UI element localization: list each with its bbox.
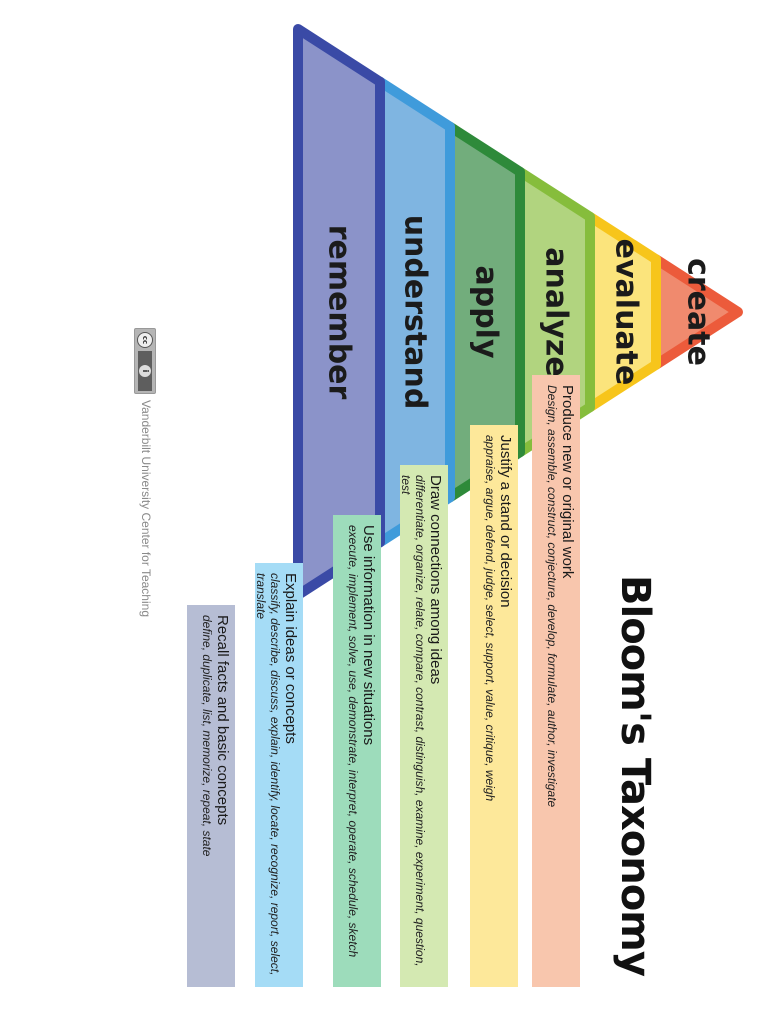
description-box-remember: Recall facts and basic concepts define, … xyxy=(187,605,235,987)
description-box-understand: Explain ideas or concepts classify, desc… xyxy=(255,563,303,987)
description-box-evaluate: Justify a stand or decision appraise, ar… xyxy=(470,425,518,987)
level-label-understand: understand xyxy=(398,215,433,410)
description-heading: Explain ideas or concepts xyxy=(282,573,299,744)
description-verbs: appraise, argue, defend, judge, select, … xyxy=(483,435,497,802)
description-heading: Recall facts and basic concepts xyxy=(214,615,231,826)
level-label-create: create xyxy=(681,258,716,366)
level-label-remember: remember xyxy=(322,225,357,400)
description-box-apply: Use information in new situations execut… xyxy=(333,515,381,987)
description-verbs: Design, assemble, construct, conjecture,… xyxy=(545,385,559,808)
description-heading: Produce new or original work xyxy=(559,385,576,579)
description-box-create: Produce new or original work Design, ass… xyxy=(532,375,580,987)
level-label-apply: apply xyxy=(469,265,504,358)
creative-commons-badge: cc i xyxy=(134,328,156,394)
description-heading: Use information in new situations xyxy=(360,525,377,746)
description-heading: Draw connections among ideas xyxy=(427,475,444,685)
credit-text: Vanderbilt University Center for Teachin… xyxy=(139,400,153,617)
page-title: Bloom's Taxonomy xyxy=(612,575,658,976)
cc-icon: cc xyxy=(137,332,153,348)
level-label-evaluate: evaluate xyxy=(609,239,644,386)
description-box-analyze: Draw connections among ideas differentia… xyxy=(400,465,448,987)
description-heading: Justify a stand or decision xyxy=(497,435,514,608)
description-verbs: classify, describe, discuss, explain, id… xyxy=(255,573,282,976)
attribution-icon: i xyxy=(139,365,151,377)
description-verbs: differentiate, organize, relate, compare… xyxy=(400,475,427,967)
description-verbs: define, duplicate, list, memorize, repea… xyxy=(200,615,214,857)
description-verbs: execute, implement, solve, use, demonstr… xyxy=(346,525,360,958)
level-label-analyze: analyze xyxy=(539,247,574,377)
